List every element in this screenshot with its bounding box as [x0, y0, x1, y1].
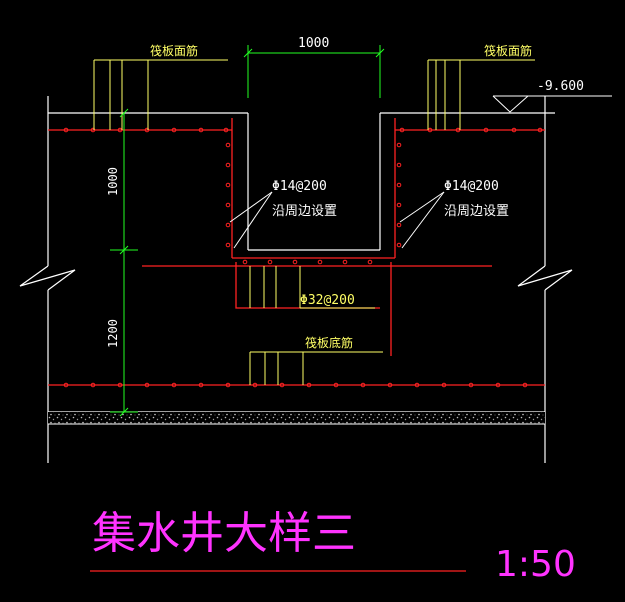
wall-rebar-leaders [229, 191, 445, 249]
lower-vertical-dimension: 1200 [106, 319, 120, 348]
rebar-dots [63, 127, 543, 388]
elevation-marker [492, 95, 612, 113]
bottom-rebar-label: 筏板底筋 [305, 335, 353, 350]
leader-lines [93, 59, 535, 385]
right-wall-rebar-spec: Φ14@200 [444, 179, 499, 194]
left-wall-rebar-spec: Φ14@200 [272, 179, 327, 194]
rebar-lines [48, 118, 545, 386]
left-vertical-dimension: 1000 [106, 167, 120, 196]
dimension-lines [110, 45, 385, 417]
gravel-cushion [48, 412, 545, 424]
left-wall-rebar-note: 沿周边设置 [272, 204, 337, 219]
pit-width-dimension: 1000 [298, 36, 329, 51]
top-right-rebar-label: 筏板面筋 [484, 43, 532, 58]
concrete-outline [19, 96, 573, 463]
drawing-title: 集水井大样三 [92, 508, 356, 559]
top-left-rebar-label: 筏板面筋 [150, 43, 198, 58]
elevation-label: -9.600 [537, 79, 584, 94]
right-wall-rebar-note: 沿周边设置 [444, 204, 509, 219]
pit-bottom-rebar-spec: Φ32@200 [300, 293, 355, 308]
drawing-scale: 1:50 [495, 544, 576, 585]
